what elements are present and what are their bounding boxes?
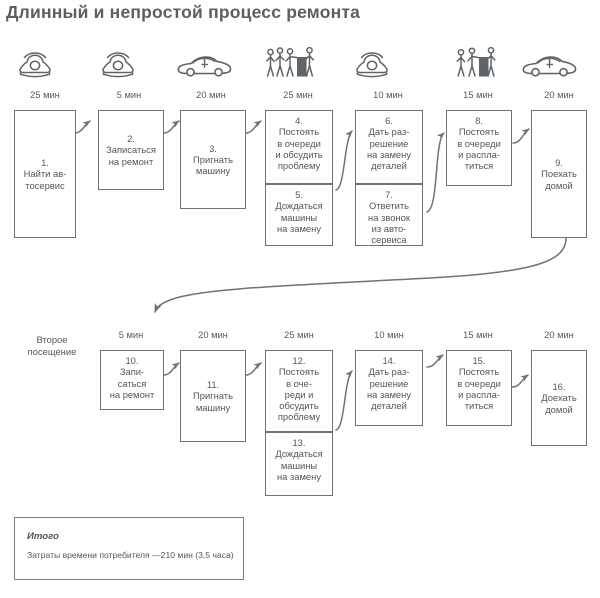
process-box-number: 11. <box>206 379 220 391</box>
duration-label: 25 мин <box>30 90 60 100</box>
arrow-11-to-12 <box>245 362 262 376</box>
process-box-number: 8. <box>475 115 483 126</box>
process-box-4[interactable]: 4. Постоять в очереди и обсудить проблем… <box>265 110 333 184</box>
queue-people-icon <box>266 46 315 78</box>
arrow-45-to-6 <box>335 130 353 191</box>
arrow-67-to-8 <box>426 132 445 213</box>
process-box-text: Постоять в очереди и обсудить проблему <box>275 126 323 172</box>
process-box-text: Найти ав- тосервис <box>23 168 67 191</box>
arrow-3-to-4 <box>245 120 262 134</box>
arrow-15-to-16 <box>511 374 529 388</box>
process-box-number: 14. <box>382 355 396 366</box>
process-box-text: Пригнать машину <box>193 153 233 177</box>
process-box-number: 10. <box>125 355 139 366</box>
process-box-12[interactable]: 12. Постоять в оче- реди и обсудить проб… <box>265 350 333 432</box>
process-box-number: 4. <box>295 115 303 126</box>
duration-label: 25 мин <box>284 330 314 340</box>
arrow-9-to-10 <box>154 237 567 314</box>
car-icon <box>522 56 577 77</box>
duration-label: 20 мин <box>544 90 574 100</box>
duration-label: 15 мин <box>463 90 493 100</box>
process-box-text: Запи- саться на ремонт <box>109 366 155 400</box>
process-box-number: 5. <box>295 189 303 200</box>
process-box-text: Пригнать машину <box>193 390 233 413</box>
process-box-text: Дать раз- решение на замену деталей <box>366 366 412 412</box>
duration-label: 10 мин <box>373 90 403 100</box>
process-box-number: 6. <box>385 115 393 126</box>
summary-heading: Итого <box>27 531 59 542</box>
duration-label: 5 мин <box>118 330 144 340</box>
duration-label: 20 мин <box>544 330 574 340</box>
process-box-text: Записаться на ремонт <box>106 144 156 167</box>
process-box-number: 12. <box>292 355 306 366</box>
car-icon <box>177 56 232 77</box>
process-box-text: Постоять в очереди и распла- титься <box>457 126 501 172</box>
process-box-text: Дать раз- решение на замену деталей <box>366 126 412 172</box>
process-box-number: 9. <box>555 157 563 169</box>
process-box-number: 13. <box>292 437 306 448</box>
summary-box: Итого Затраты времени потребителя —210 м… <box>14 517 244 580</box>
arrow-1-to-2 <box>74 120 91 134</box>
process-box-text: Дождаться машины на замену <box>275 200 323 234</box>
process-box-2[interactable]: 2. Записаться на ремонт <box>98 110 164 190</box>
duration-label: 20 мин <box>196 90 226 100</box>
process-box-number: 15. <box>472 355 486 366</box>
process-box-13[interactable]: 13. Дождаться машины на замену <box>265 432 333 496</box>
process-box-number: 2. <box>127 133 135 145</box>
arrow-1213-to-14 <box>335 370 353 431</box>
process-box-number: 16. <box>552 381 566 393</box>
duration-label: 20 мин <box>198 330 228 340</box>
duration-label: 15 мин <box>463 330 493 340</box>
process-box-15[interactable]: 15. Постоять в очереди и распла- титься <box>446 350 512 426</box>
process-box-number: 7. <box>385 189 393 200</box>
process-box-16[interactable]: 16. Доехать домой <box>531 350 587 446</box>
duration-label: 5 мин <box>116 90 142 100</box>
process-box-text: Постоять в оче- реди и обсудить проблему <box>277 366 321 423</box>
telephone-icon <box>356 52 388 78</box>
process-box-7[interactable]: 7. Ответить на звонок из авто- сервиса <box>355 184 423 246</box>
page-title: Длинный и непростой процесс ремонта <box>6 2 361 22</box>
arrow-8-to-9 <box>512 128 530 144</box>
telephone-icon <box>19 52 51 78</box>
process-box-3[interactable]: 3. Пригнать машину <box>180 110 246 209</box>
process-box-14[interactable]: 14. Дать раз- решение на замену деталей <box>355 350 423 426</box>
duration-label: 10 мин <box>374 330 404 340</box>
process-box-1[interactable]: 1. Найти ав- тосервис <box>14 110 76 238</box>
process-box-9[interactable]: 9. Поехать домой <box>531 110 587 238</box>
process-box-text: Ответить на звонок из авто- сервиса <box>368 200 410 246</box>
process-box-number: 1. <box>41 157 49 169</box>
row-label-second-visit: Второе посещение <box>27 334 77 357</box>
telephone-icon <box>102 52 134 78</box>
queue-people-icon <box>456 46 496 78</box>
process-box-text: Постоять в очереди и распла- титься <box>457 366 501 412</box>
duration-label: 25 мин <box>283 90 313 100</box>
process-box-11[interactable]: 11. Пригнать машину <box>180 350 246 442</box>
arrow-10-to-11 <box>163 362 180 376</box>
process-box-number: 3. <box>209 142 217 154</box>
process-box-text: Дождаться машины на замену <box>275 448 323 482</box>
process-box-10[interactable]: 10. Запи- саться на ремонт <box>100 350 164 410</box>
arrow-14-to-15 <box>426 354 444 368</box>
process-box-8[interactable]: 8. Постоять в очереди и распла- титься <box>446 110 512 186</box>
process-box-text: Доехать домой <box>541 392 577 415</box>
arrow-2-to-3 <box>163 120 180 134</box>
process-box-text: Поехать домой <box>541 168 577 191</box>
process-box-6[interactable]: 6. Дать раз- решение на замену деталей <box>355 110 423 184</box>
process-box-5[interactable]: 5. Дождаться машины на замену <box>265 184 333 246</box>
summary-text: Затраты времени потребителя —210 мин (3,… <box>27 550 234 560</box>
